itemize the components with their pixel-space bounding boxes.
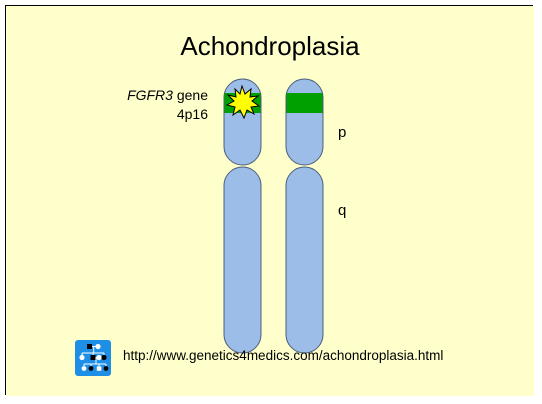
pedigree-logo-icon [75, 340, 111, 376]
gene-name: FGFR3 [127, 87, 173, 103]
slide-frame: Achondroplasia FGFR3 gene 4p16 p q [5, 5, 534, 396]
slide-background [6, 6, 534, 396]
chromatid-right-q-arm [285, 166, 324, 354]
chromatid-right-p-arm [285, 78, 324, 166]
explosion-star-icon [225, 84, 261, 120]
p-arm-label: p [338, 124, 347, 141]
chromosome-diagram [6, 6, 534, 396]
source-url-link[interactable]: http://www.genetics4medics.com/achondrop… [123, 348, 444, 363]
page-title: Achondroplasia [180, 31, 360, 61]
locus-label: 4p16 [176, 106, 208, 122]
chromatid-left-q-arm [223, 166, 262, 354]
gene-label: FGFR3 gene [127, 87, 208, 103]
gene-suffix: gene [172, 87, 208, 103]
gene-band-right [286, 93, 323, 113]
q-arm-label: q [338, 202, 347, 219]
